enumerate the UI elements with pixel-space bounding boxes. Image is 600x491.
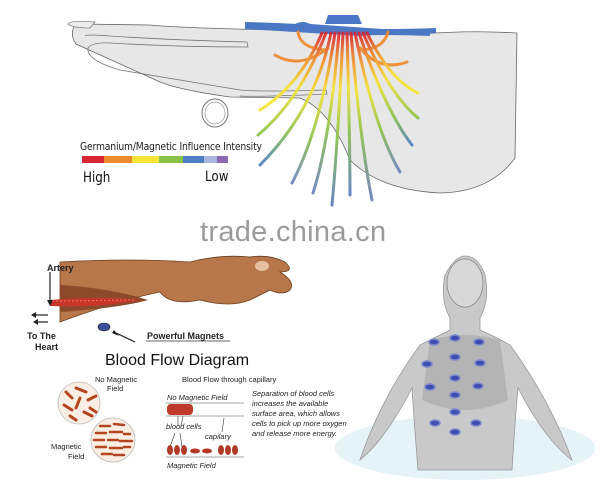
to-the-heart-label-line2: Heart [35, 342, 59, 352]
device-germanium-stone [325, 15, 362, 24]
powerful-magnets-label: Powerful Magnets [147, 331, 225, 341]
capillary-label: capilary [205, 432, 231, 441]
capillary-field-label: Magnetic Field [167, 461, 216, 470]
legend-title: Germanium/Magnetic Influence Intensity [80, 141, 262, 153]
to-the-heart-label-line1: To The [27, 331, 56, 341]
finger-outline [72, 23, 518, 194]
back-figure-illustration [335, 255, 595, 480]
watermark: trade.china.cn [200, 216, 387, 248]
capillary-heading: Blood Flow through capillary [182, 375, 277, 384]
field-label-line2: Field [68, 452, 85, 461]
wrist-illustration [31, 255, 293, 343]
legend-low-label: Low [205, 169, 229, 185]
intensity-gradient-bar [82, 156, 228, 163]
field-label-line1: Magnetic [51, 442, 82, 451]
capillary-diagram [166, 402, 244, 458]
no-field-label-line1: No Magnetic [95, 375, 138, 384]
capillary-no-field-label: No Magnetic Field [167, 393, 228, 402]
blood-flow-diagram-title: Blood Flow Diagram [105, 352, 250, 369]
legend-high-label: High [83, 170, 111, 186]
blood-cells-label: blood cells [166, 422, 202, 431]
no-field-cell-circle [57, 381, 101, 425]
artery-label: Artery [47, 263, 74, 273]
no-field-label-line2: Field [107, 384, 124, 393]
explanation-text: Separation of blood cells increases the … [252, 389, 347, 438]
field-cell-circle [90, 417, 136, 463]
